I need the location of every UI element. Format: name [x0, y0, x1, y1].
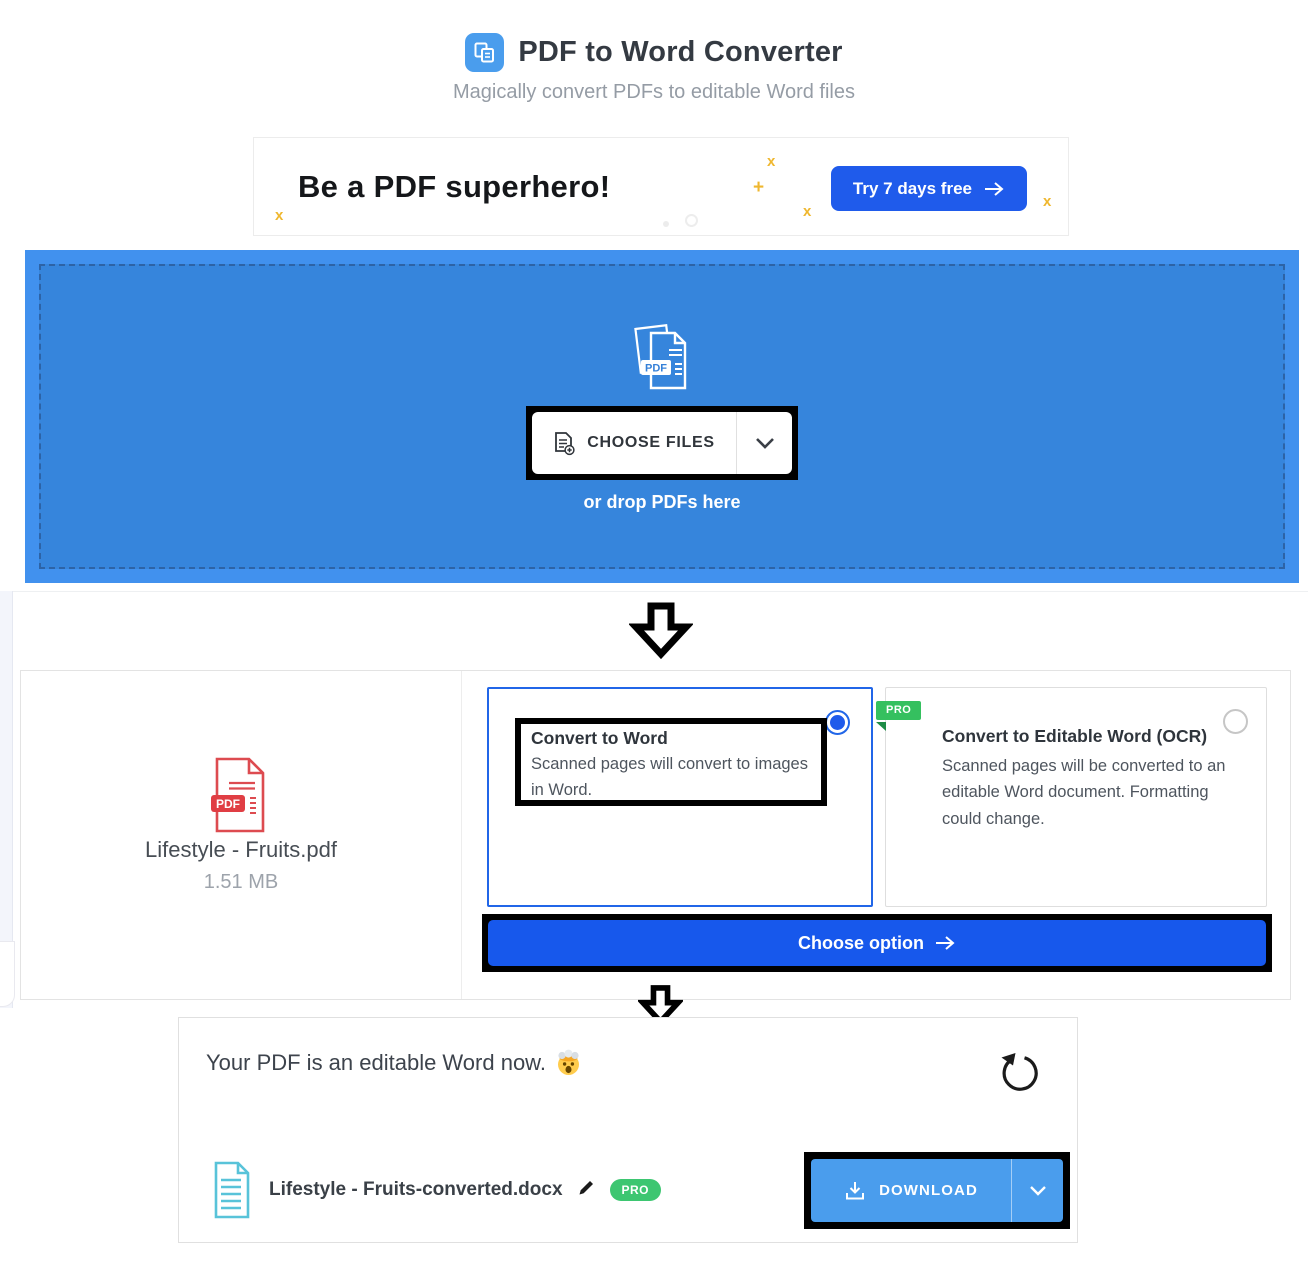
choose-files-label: CHOOSE FILES	[587, 434, 715, 451]
page-subtitle: Magically convert PDFs to editable Word …	[452, 81, 855, 103]
cut-off-side-element	[0, 941, 15, 1007]
decorative-ring	[685, 214, 698, 227]
cut-off-side-element	[0, 591, 13, 1008]
download-icon	[846, 1182, 865, 1200]
result-title-text: Your PDF is an editable Word now.	[206, 1049, 546, 1075]
pdf-files-stack-icon: PDF	[634, 323, 687, 390]
pro-badge: PRO	[876, 701, 922, 720]
result-title: Your PDF is an editable Word now.	[206, 1049, 582, 1076]
arrow-right-icon	[985, 181, 1004, 196]
annotation-box-convert-to-word: Convert to Word Scanned pages will conve…	[515, 718, 827, 806]
annotation-box-choose-option: Choose option	[482, 914, 1272, 972]
radio-selected[interactable]	[825, 710, 850, 735]
pencil-icon	[579, 1181, 593, 1195]
choose-option-label: Choose option	[798, 932, 924, 953]
radio-unselected[interactable]	[1223, 709, 1248, 734]
converted-file-name: Lifestyle - Fruits-converted.docx	[269, 1179, 563, 1200]
drop-hint-text: or drop PDFs here	[583, 492, 741, 512]
arrow-right-icon	[935, 936, 955, 950]
flow-down-arrow-icon	[629, 602, 693, 660]
promo-headline: Be a PDF superhero!	[298, 168, 611, 204]
pdf-to-word-app-icon	[465, 33, 505, 72]
page-title: PDF to Word Converter	[518, 36, 843, 68]
duplicate-pages-icon	[474, 42, 495, 63]
option-description: Scanned pages will convert to images in …	[531, 755, 808, 799]
add-document-icon	[555, 431, 575, 455]
pdf-file-icon: PDF	[211, 757, 265, 833]
choose-files-dropdown-toggle[interactable]	[736, 412, 792, 474]
option-card-convert-ocr[interactable]: PRO Convert to Editable Word (OCR) Scann…	[876, 687, 1267, 907]
chevron-down-icon	[755, 437, 774, 449]
sparkle-icon: x	[275, 207, 284, 224]
uploaded-file-name: Lifestyle - Fruits.pdf	[145, 837, 337, 862]
choose-files-button[interactable]: CHOOSE FILES	[532, 412, 792, 474]
sparkle-icon: x	[1043, 193, 1052, 210]
panel-divider	[461, 671, 462, 999]
pro-badge: PRO	[609, 1179, 662, 1201]
docx-file-icon	[214, 1161, 250, 1219]
restart-icon	[1001, 1053, 1038, 1091]
try-free-button[interactable]: Try 7 days free	[830, 166, 1027, 211]
exploding-head-emoji	[557, 1049, 579, 1075]
try-free-label: Try 7 days free	[852, 178, 972, 198]
option-title: Convert to Word	[531, 728, 668, 748]
pdf-badge-label: PDF	[216, 797, 240, 811]
file-dropzone[interactable]: PDF CHOOSE FILES	[25, 250, 1299, 583]
uploaded-file-preview: PDF Lifestyle - Fruits.pdf 1.51 MB	[21, 671, 461, 999]
rename-file-button[interactable]	[578, 1179, 595, 1201]
annotation-box-choose-files: CHOOSE FILES	[526, 406, 798, 480]
flow-down-arrow-icon	[638, 985, 683, 1026]
sparkle-icon: x	[803, 203, 812, 220]
option-title: Convert to Editable Word (OCR)	[942, 726, 1208, 746]
promo-banner: Be a PDF superhero! x + x x x Try 7 days…	[253, 137, 1069, 236]
pdf-badge-label: PDF	[645, 363, 667, 375]
pro-badge-fold	[876, 722, 886, 731]
decorative-dot	[663, 221, 669, 227]
sparkle-icon: +	[753, 177, 765, 198]
start-over-button[interactable]	[997, 1051, 1041, 1095]
conversion-options-panel: PDF Lifestyle - Fruits.pdf 1.51 MB Conve…	[20, 670, 1291, 1000]
option-description: Scanned pages will be converted to an ed…	[942, 757, 1226, 828]
option-card-convert-to-word[interactable]: Convert to Word Scanned pages will conve…	[487, 687, 873, 907]
download-button[interactable]: DOWNLOAD	[811, 1159, 1063, 1222]
sparkle-icon: x	[767, 153, 776, 170]
annotation-box-download: DOWNLOAD	[804, 1152, 1070, 1229]
download-dropdown-toggle[interactable]	[1011, 1159, 1063, 1222]
download-label: DOWNLOAD	[879, 1182, 978, 1199]
dropzone-dashed-area[interactable]: PDF CHOOSE FILES	[39, 264, 1285, 569]
chevron-down-icon	[1029, 1185, 1046, 1196]
uploaded-file-size: 1.51 MB	[203, 871, 279, 893]
page-header: PDF to Word Converter Magically convert …	[0, 33, 1308, 104]
converted-file-row: Lifestyle - Fruits-converted.docx PRO	[210, 1160, 662, 1220]
conversion-result-panel: Your PDF is an editable Word now.	[178, 1017, 1078, 1243]
section-divider	[0, 591, 1308, 592]
choose-option-button[interactable]: Choose option	[488, 920, 1266, 966]
